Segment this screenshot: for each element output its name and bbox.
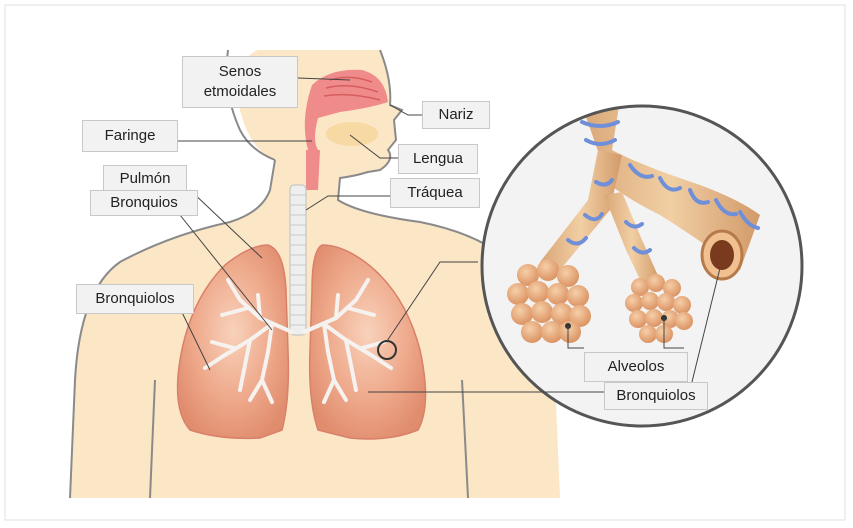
label-bronquiolos-left: Bronquiolos — [76, 284, 194, 314]
label-traquea: Tráquea — [390, 178, 480, 208]
pharynx — [306, 150, 320, 190]
label-lengua: Lengua — [398, 144, 478, 174]
label-bronquios: Bronquios — [90, 190, 198, 216]
tongue — [326, 122, 378, 146]
label-alveolos: Alveolos — [584, 352, 688, 382]
label-senos-etmoidales: Senos etmoidales — [182, 56, 298, 108]
trachea — [290, 185, 306, 335]
label-bronquiolos-right: Bronquiolos — [604, 382, 708, 410]
label-nariz: Nariz — [422, 101, 490, 129]
label-pulmon: Pulmón — [103, 165, 187, 193]
label-faringe: Faringe — [82, 120, 178, 152]
